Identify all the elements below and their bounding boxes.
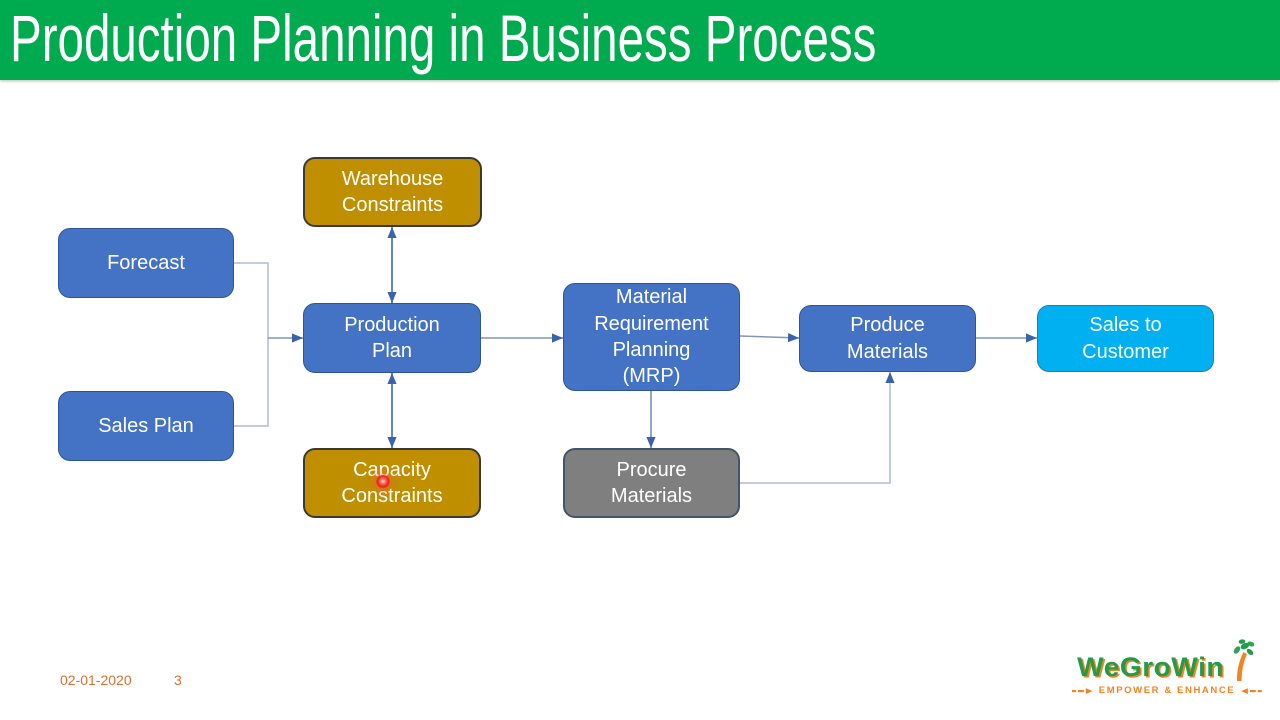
slide-title: Production Planning in Business Process [10,1,877,75]
arrowhead-warehouse-doublearrow-start [387,292,397,303]
node-label-line: Material [615,286,688,309]
node-label-line: Constraints [341,194,444,216]
slide-date: 02-01-2020 [60,672,132,688]
connector-procure-to-produce [740,372,891,484]
slide-number: 3 [174,672,182,688]
node-label-line: Sales to [1089,314,1162,337]
node-label-line: Materials [846,340,929,363]
logo-tagline: EMPOWER & ENHANCE [1098,685,1236,696]
arrowhead-procure-to-produce-end [885,372,895,383]
node-label-line: Requirement [594,312,709,335]
tagline-dash-left-icon [1072,687,1093,694]
title-bar: Production Planning in Business Process [0,0,1280,80]
logo-tagline-row: EMPOWER & ENHANCE [1072,685,1262,696]
arrowhead-production-plan-to-mrp-end [552,333,563,343]
laser-pointer-dot [376,475,390,489]
arrowhead-junction-to-production-plan-end [292,333,303,343]
node-sales-plan: Sales Plan [58,391,234,461]
node-label-line: Warehouse [341,167,444,190]
connector-salesplan-to-junction [234,338,269,427]
connector-forecast-to-junction [234,262,269,338]
node-label-line: Materials [610,485,693,507]
logo: WeGroWin EMPOWER & ENHANCE [1072,639,1262,696]
node-label-line: Produce [850,314,925,337]
connector-mrp-to-produce [739,335,800,339]
arrowhead-mrp-to-procure-end [646,437,656,448]
arrowhead-capacity-doublearrow-end [387,437,397,448]
node-label-line: Planning [612,339,691,361]
arrowhead-mrp-to-produce-end [787,333,799,343]
node-label-line: Customer [1082,340,1169,363]
logo-row: WeGroWin [1072,639,1262,681]
node-label-line: Forecast [107,251,185,274]
logo-wordmark: WeGroWin [1077,652,1224,682]
node-label-line: (MRP) [622,365,681,388]
arrowhead-warehouse-doublearrow-end [387,227,397,238]
node-forecast: Forecast [58,228,234,298]
node-label-line: Sales Plan [98,414,194,437]
arrowhead-produce-to-sales-end [1026,333,1037,343]
logo-tree-icon [1233,639,1255,681]
arrowhead-capacity-doublearrow-start [387,373,397,384]
node-label-line: Capacity [353,458,431,481]
node-sales-to-customer: Sales to Customer [1037,305,1214,372]
tagline-dash-right-icon [1241,687,1262,694]
node-label-line: Procure [616,458,687,481]
node-label-line: Constraints [341,485,443,507]
node-label-line: Production [344,313,440,336]
node-label-line: Plan [371,340,413,362]
